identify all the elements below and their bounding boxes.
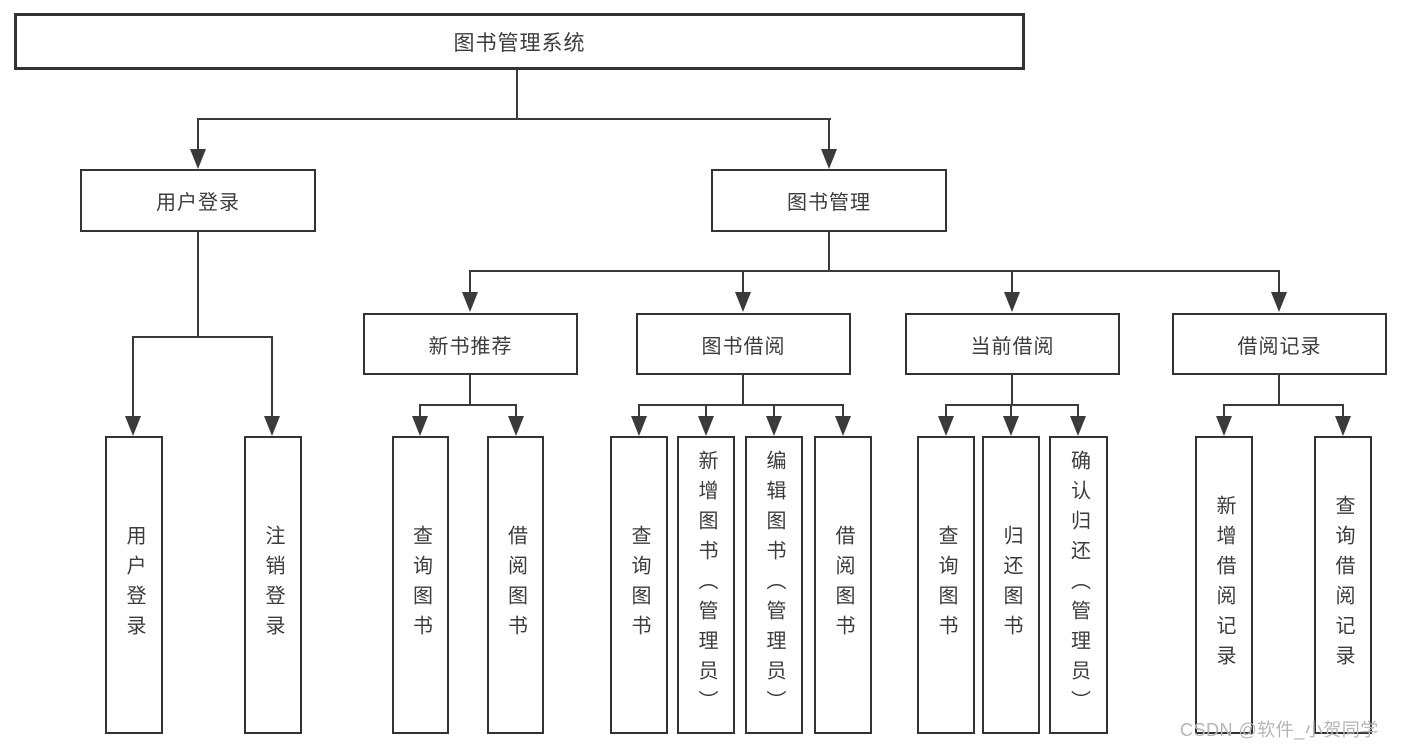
- connector-line: [1011, 270, 1013, 296]
- leaf-label: 新增图书（管理员）: [695, 450, 717, 720]
- arrow-down-icon: [190, 149, 206, 169]
- node-new-book-recommend: 新书推荐: [363, 313, 578, 375]
- leaf-add-borrow-record: 新增借阅记录: [1195, 436, 1253, 734]
- connector-line: [1011, 375, 1013, 406]
- leaf-label: 新增借阅记录: [1213, 495, 1235, 675]
- arrow-down-icon: [1004, 292, 1020, 312]
- arrow-down-icon: [1335, 416, 1351, 436]
- arrow-down-icon: [698, 416, 714, 436]
- node-book-borrow: 图书借阅: [636, 313, 851, 375]
- connector-line: [197, 232, 199, 338]
- leaf-edit-books-admin: 编辑图书（管理员）: [745, 436, 803, 734]
- node-root: 图书管理系统: [14, 13, 1025, 70]
- connector-line: [515, 404, 517, 418]
- leaf-label: 用户登录: [123, 525, 145, 645]
- connector-line: [271, 336, 273, 418]
- connector-line: [132, 336, 134, 418]
- arrow-down-icon: [1003, 416, 1019, 436]
- connector-line: [638, 404, 640, 418]
- connector-line: [419, 404, 421, 418]
- arrow-down-icon: [412, 416, 428, 436]
- arrow-down-icon: [1216, 416, 1232, 436]
- connector-line: [742, 270, 744, 296]
- leaf-add-books-admin: 新增图书（管理员）: [677, 436, 735, 734]
- leaf-label: 查询图书: [409, 525, 432, 645]
- connector-line: [516, 70, 518, 120]
- connector-line: [945, 404, 947, 418]
- arrow-down-icon: [462, 292, 478, 312]
- arrow-down-icon: [766, 416, 782, 436]
- leaf-label: 查询图书: [628, 525, 650, 645]
- leaf-confirm-return-admin: 确认归还（管理员）: [1049, 436, 1108, 734]
- connector-line: [469, 270, 471, 296]
- connector-line: [705, 404, 707, 418]
- connector-line: [470, 270, 1280, 272]
- connector-line: [842, 404, 844, 418]
- connector-line: [1342, 404, 1344, 418]
- connector-line: [419, 404, 517, 406]
- arrow-down-icon: [1271, 292, 1287, 312]
- connector-line: [469, 375, 471, 406]
- arrow-down-icon: [264, 416, 280, 436]
- leaf-borrow-books-1: 借阅图书: [487, 436, 544, 734]
- connector-line: [742, 375, 744, 406]
- arrow-down-icon: [938, 416, 954, 436]
- leaf-query-borrow-record: 查询借阅记录: [1314, 436, 1372, 734]
- leaf-user-login: 用户登录: [105, 436, 163, 734]
- leaf-label: 确认归还（管理员）: [1067, 450, 1090, 720]
- connector-line: [638, 404, 844, 406]
- arrow-down-icon: [821, 149, 837, 169]
- leaf-label: 查询借阅记录: [1332, 495, 1354, 675]
- connector-line: [197, 118, 831, 120]
- connector-line: [132, 336, 273, 338]
- arrow-down-icon: [1070, 416, 1086, 436]
- connector-line: [1010, 404, 1012, 418]
- connector-line: [1077, 404, 1079, 418]
- csdn-watermark: CSDN @软件_小贺同学: [1180, 720, 1379, 740]
- leaf-logout: 注销登录: [244, 436, 302, 734]
- leaf-query-books-3: 查询图书: [917, 436, 975, 734]
- arrow-down-icon: [835, 416, 851, 436]
- connector-line: [1278, 270, 1280, 296]
- node-book-management: 图书管理: [711, 169, 947, 232]
- leaf-label: 编辑图书（管理员）: [763, 450, 785, 720]
- connector-line: [773, 404, 775, 418]
- leaf-return-books: 归还图书: [982, 436, 1040, 734]
- connector-line: [197, 118, 199, 152]
- arrow-down-icon: [125, 416, 141, 436]
- connector-line: [1223, 404, 1225, 418]
- leaf-label: 借阅图书: [504, 525, 527, 645]
- connector-line: [945, 404, 1079, 406]
- arrow-down-icon: [508, 416, 524, 436]
- leaf-label: 注销登录: [262, 525, 284, 645]
- arrow-down-icon: [631, 416, 647, 436]
- connector-line: [828, 118, 830, 152]
- connector-line: [1223, 404, 1344, 406]
- node-user-login: 用户登录: [80, 169, 316, 232]
- leaf-query-books-2: 查询图书: [610, 436, 668, 734]
- node-current-borrow: 当前借阅: [905, 313, 1120, 375]
- connector-line: [828, 232, 830, 272]
- leaf-label: 归还图书: [1000, 525, 1022, 645]
- leaf-borrow-books-2: 借阅图书: [814, 436, 872, 734]
- leaf-query-books-1: 查询图书: [392, 436, 449, 734]
- leaf-label: 查询图书: [935, 525, 957, 645]
- arrow-down-icon: [735, 292, 751, 312]
- node-borrow-records: 借阅记录: [1172, 313, 1387, 375]
- connector-line: [1278, 375, 1280, 406]
- leaf-label: 借阅图书: [832, 525, 854, 645]
